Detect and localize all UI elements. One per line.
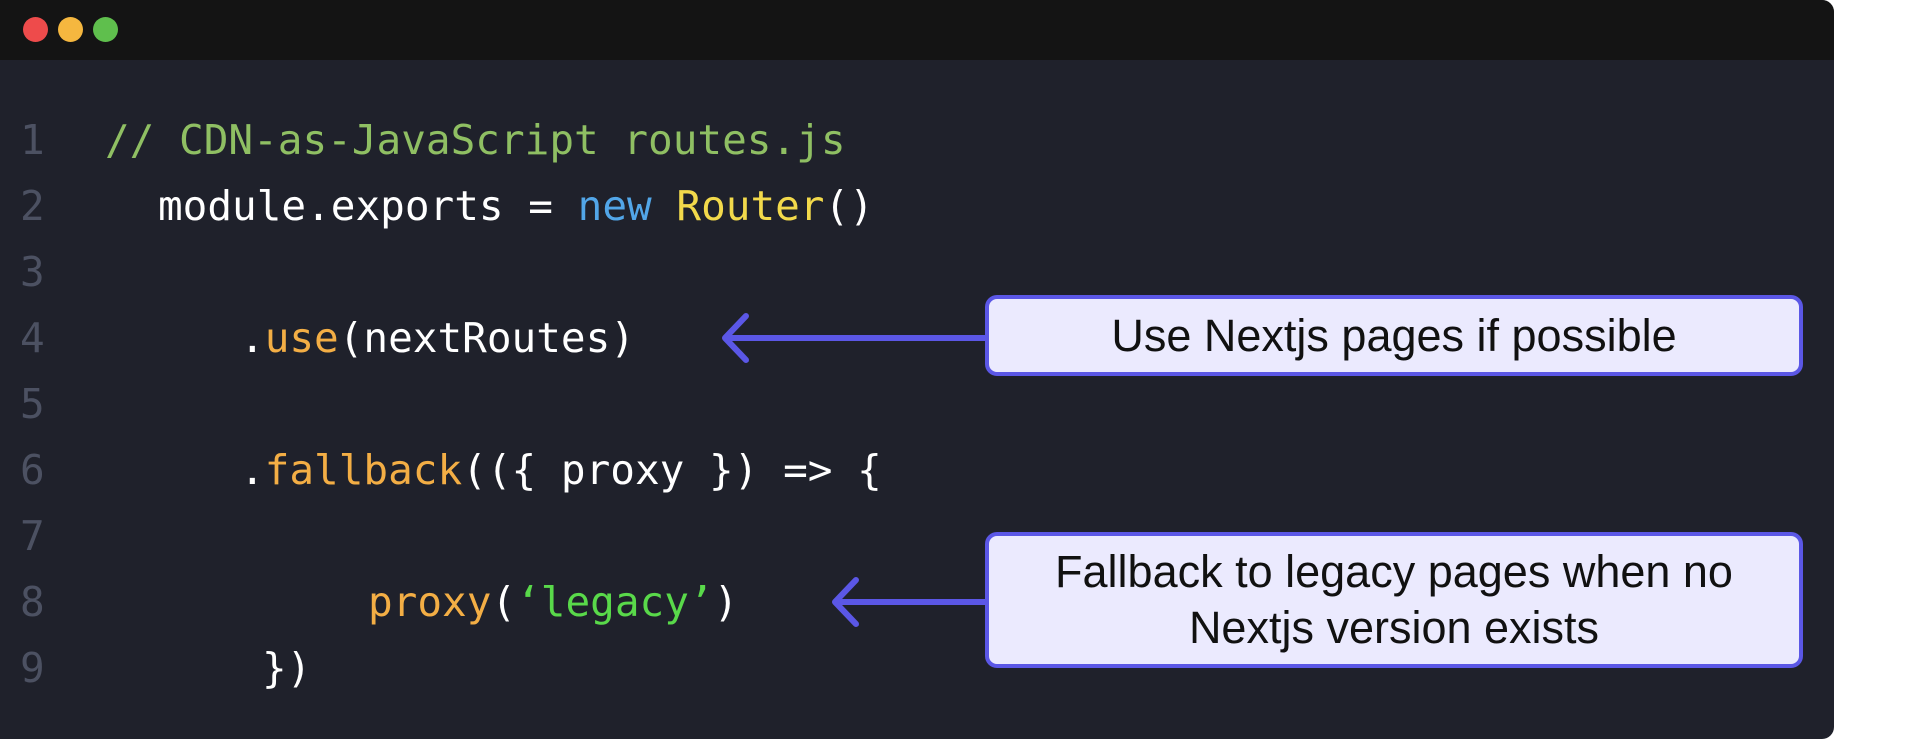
minimize-window-button[interactable]: [58, 17, 83, 42]
title-bar: [0, 0, 1834, 60]
plain-token: module.exports =: [158, 182, 578, 230]
line-content: .use(nextRoutes): [240, 308, 635, 368]
code-line: 9 }): [0, 638, 1000, 698]
method-token: fallback: [264, 446, 463, 494]
method-token: proxy: [368, 578, 492, 626]
string-token: ‘legacy’: [516, 578, 714, 626]
plain-token: .: [240, 446, 265, 494]
line-content: proxy(‘legacy’): [368, 572, 738, 632]
method-token: use: [264, 314, 339, 362]
plain-token: (: [491, 578, 517, 626]
code-line: 4 .use(nextRoutes): [0, 308, 1000, 368]
line-number: 9: [20, 644, 45, 692]
line-number: 1: [20, 116, 45, 164]
line-content: .fallback(({ proxy }) => {: [240, 440, 882, 500]
line-number: 4: [20, 314, 45, 362]
plain-token: (): [824, 182, 874, 230]
code-line: 3: [0, 242, 1000, 302]
close-window-button[interactable]: [23, 17, 48, 42]
callout-text: Use Nextjs pages if possible: [1111, 309, 1677, 361]
plain-token: ): [713, 578, 739, 626]
line-content: module.exports = new Router(): [158, 176, 874, 236]
plain-token: }): [262, 644, 312, 692]
line-number: 7: [20, 512, 45, 560]
plain-token: [652, 182, 677, 230]
plain-token: (({ proxy }) => {: [462, 446, 882, 494]
callout-text: Fallback to legacy pages when no Nextjs …: [1055, 546, 1733, 653]
line-content: // CDN-as-JavaScript routes.js: [105, 110, 846, 170]
line-number: 8: [20, 578, 45, 626]
line-number: 5: [20, 380, 45, 428]
code-line: 2 module.exports = new Router(): [0, 176, 1000, 236]
plain-token: (nextRoutes): [338, 314, 635, 362]
code-line: 6 .fallback(({ proxy }) => {: [0, 440, 1000, 500]
code-line: 7: [0, 506, 1000, 566]
maximize-window-button[interactable]: [93, 17, 118, 42]
plain-token: .: [240, 314, 265, 362]
code-line: 5: [0, 374, 1000, 434]
line-number: 3: [20, 248, 45, 296]
code-window: 1 // CDN-as-JavaScript routes.js 2 modul…: [0, 0, 1834, 739]
callout-fallback-legacy: Fallback to legacy pages when no Nextjs …: [985, 532, 1803, 668]
class-token: Router: [676, 182, 825, 230]
line-content: }): [262, 638, 311, 698]
code-line: 1 // CDN-as-JavaScript routes.js: [0, 110, 1000, 170]
line-number: 2: [20, 182, 45, 230]
code-line: 8 proxy(‘legacy’): [0, 572, 1000, 632]
line-number: 6: [20, 446, 45, 494]
keyword-token: new: [577, 182, 652, 230]
callout-use-nextjs: Use Nextjs pages if possible: [985, 295, 1803, 376]
comment-token: // CDN-as-JavaScript routes.js: [105, 116, 846, 164]
